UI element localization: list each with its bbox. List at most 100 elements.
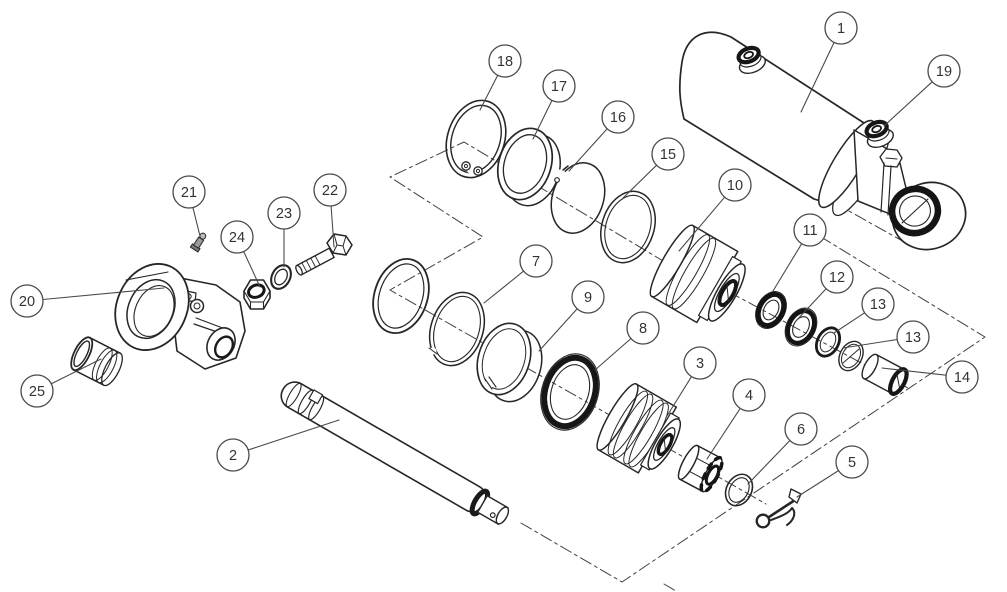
rod-cap-line <box>285 382 302 408</box>
bolt-head-facets <box>332 233 347 256</box>
balloon-circle <box>542 69 576 103</box>
balloon-16: 16 <box>568 100 635 172</box>
washer-inner <box>728 477 750 503</box>
eye-ring-washer <box>838 340 864 372</box>
seal-body <box>541 354 599 430</box>
balloon-circle <box>784 412 818 446</box>
wear-ring <box>476 322 543 403</box>
band-inner <box>481 328 527 390</box>
piston-groove <box>612 393 654 459</box>
balloon-12: 12 <box>794 260 854 323</box>
balloon-number: 6 <box>797 422 805 438</box>
balloon-leader-line <box>794 288 827 323</box>
ring-outer <box>372 258 430 334</box>
bushing-back <box>861 353 879 380</box>
balloon-22: 22 <box>313 173 347 248</box>
piston <box>596 383 682 474</box>
castle-nut <box>677 444 724 494</box>
washer-outer <box>270 264 292 290</box>
bolt-threads <box>301 255 321 273</box>
balloon-leader-line <box>800 41 835 113</box>
seal-body <box>785 308 817 346</box>
balloon-circle <box>626 311 660 345</box>
balloon-circle <box>10 284 44 318</box>
clevis-face-hole-inner <box>193 302 201 310</box>
balloon-24: 24 <box>220 220 261 288</box>
centerline-stray-dash <box>663 583 677 592</box>
eye-bushing <box>861 353 909 396</box>
balloon-circle <box>793 213 827 247</box>
balloon-circle <box>220 220 254 254</box>
balloon-leader-line <box>479 74 499 111</box>
centerline-main-jog <box>389 141 767 505</box>
balloon-leader-line <box>532 99 553 140</box>
wire-ring-end <box>562 165 569 171</box>
balloon-leader-line <box>538 308 578 352</box>
ring-outer <box>838 340 864 372</box>
balloon-circle <box>732 378 766 412</box>
rod-seal-backup-ring <box>428 291 486 367</box>
balloon-circle <box>313 173 347 207</box>
bushing-face <box>70 336 94 372</box>
eye-seal <box>755 291 787 329</box>
balloon-leader-line <box>842 338 898 349</box>
balloon-number: 9 <box>584 290 592 306</box>
balloon-7: 7 <box>483 244 553 304</box>
washer-outer <box>724 473 754 507</box>
balloon-17: 17 <box>532 69 576 140</box>
balloon-number: 4 <box>745 388 753 404</box>
balloon-circle <box>896 320 930 354</box>
balloon-9: 9 <box>538 280 605 352</box>
piston-seal <box>540 353 600 431</box>
balloon-leader-line <box>483 270 525 304</box>
balloon-number: 8 <box>639 321 647 337</box>
balloon-leader-line <box>42 287 165 301</box>
balloon-number: 25 <box>29 384 45 400</box>
ring-chamfer-line <box>842 348 860 364</box>
seal-body <box>755 291 787 329</box>
balloon-18: 18 <box>479 44 522 111</box>
balloon-circle <box>835 445 869 479</box>
balloon-20: 20 <box>10 284 165 318</box>
balloon-15: 15 <box>622 137 685 199</box>
rod-keyway-notch <box>308 389 324 405</box>
balloon-13-2: 13 <box>842 320 930 354</box>
rod-groove <box>308 395 325 421</box>
snap-ring-lug-hole <box>463 163 469 169</box>
ring-body <box>814 326 842 358</box>
band-split <box>484 376 497 390</box>
balloon-2: 2 <box>216 419 340 472</box>
balloon-circle <box>267 196 301 230</box>
balloon-number: 13 <box>905 330 921 346</box>
cotter-pin <box>755 488 802 529</box>
balloon-number: 20 <box>19 294 35 310</box>
o-ring <box>600 190 656 264</box>
balloon-circle <box>519 244 553 278</box>
centerline-rod-jog <box>520 225 986 583</box>
balloon-number: 17 <box>551 79 567 95</box>
balloon-number: 23 <box>276 206 292 222</box>
balloon-number: 22 <box>322 183 338 199</box>
balloon-1: 1 <box>800 11 858 113</box>
balloon-circle <box>718 168 752 202</box>
castle-nut-bore <box>704 464 721 486</box>
balloon-21: 21 <box>172 175 206 237</box>
balloon-number: 19 <box>936 64 952 80</box>
balloon-leader-line <box>833 312 866 334</box>
balloon-circle <box>820 260 854 294</box>
rod-groove <box>297 389 314 415</box>
seal-inner <box>792 316 810 338</box>
balloon-leader-line <box>678 196 726 252</box>
balloon-number: 7 <box>532 254 540 270</box>
piston-chamfer-line <box>663 437 667 453</box>
pin-eye <box>755 513 771 529</box>
barrel-port-rod-end <box>864 119 894 149</box>
balloon-leader-line <box>772 243 803 292</box>
balloon-8: 8 <box>594 311 660 371</box>
lock-washer <box>270 264 292 290</box>
balloon-number: 21 <box>181 185 197 201</box>
band-front <box>476 322 532 396</box>
balloon-leader-line <box>330 205 335 248</box>
snap-ring-lug <box>461 161 471 171</box>
